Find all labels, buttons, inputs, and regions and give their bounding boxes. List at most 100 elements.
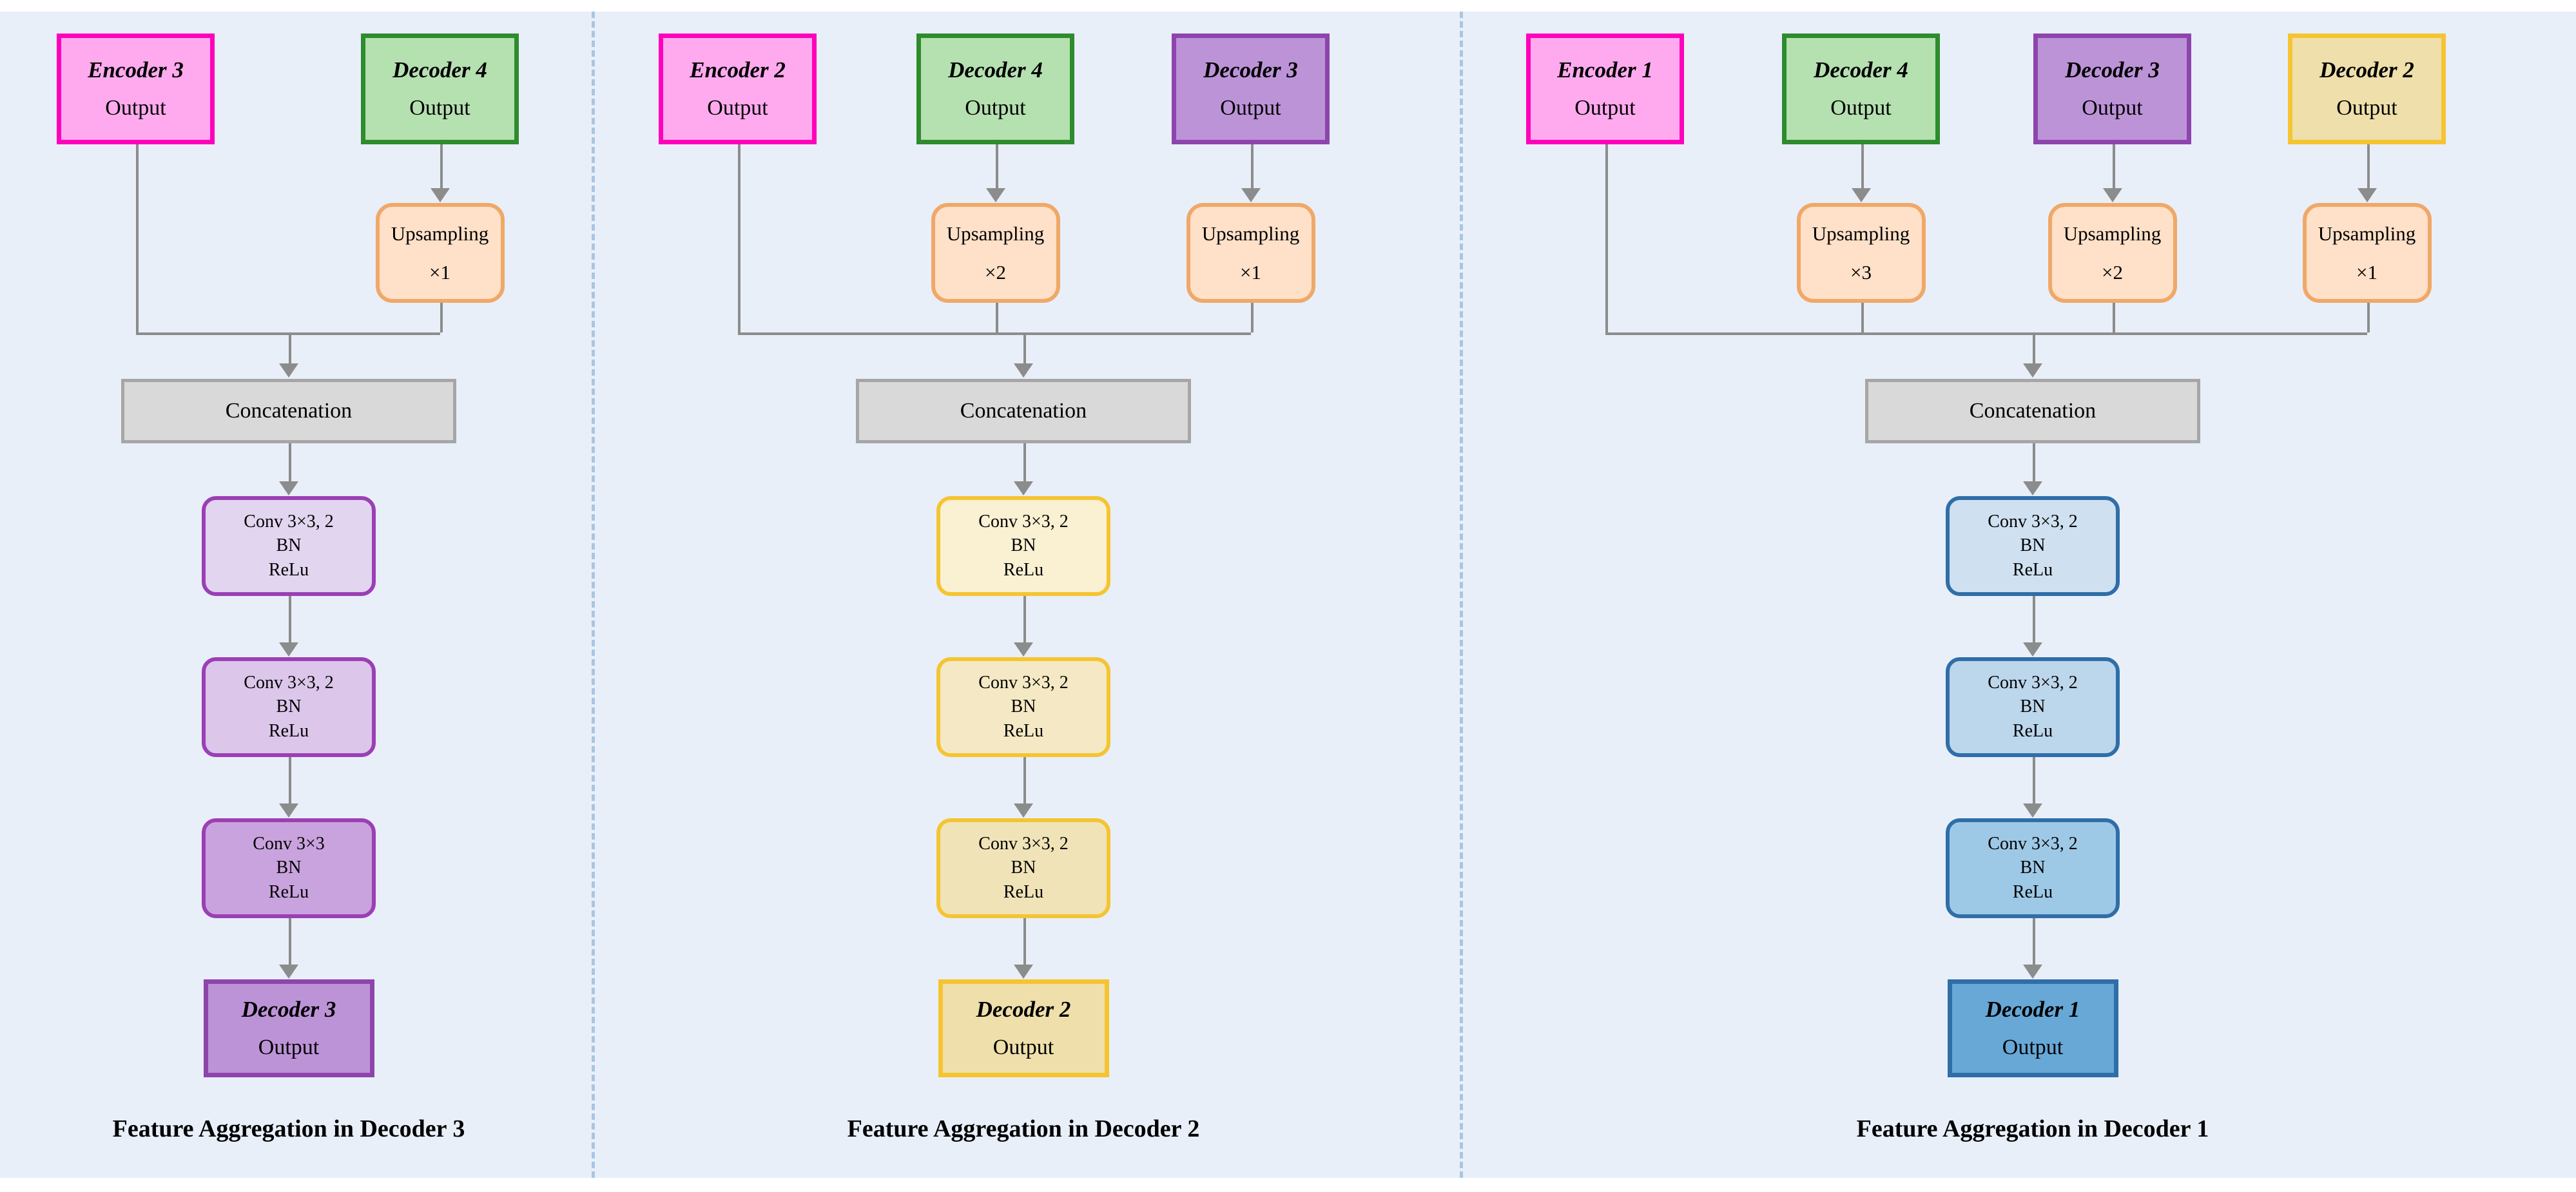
- conv-relu-label: ReLu: [2012, 720, 2053, 741]
- connector-bus-decoder1: [1605, 332, 2367, 335]
- concat-label: Concatenation: [225, 398, 353, 423]
- upsample-box-decoder1-1[interactable]: Upsampling×3: [1796, 203, 1926, 303]
- connector-upsample-to-bus-decoder2-1: [995, 303, 998, 332]
- conv-box-decoder1-1[interactable]: Conv 3×3, 2 BN ReLu: [1946, 657, 2120, 757]
- panel-divider-2: [1460, 12, 1463, 1178]
- conv-bn-label: BN: [2020, 697, 2046, 717]
- upsample-factor: ×2: [2102, 260, 2123, 284]
- connector-encoder-to-bus-decoder1-0: [1605, 144, 1608, 332]
- concat-label: Concatenation: [1969, 398, 2097, 423]
- upsample-label: Upsampling: [2063, 222, 2162, 245]
- conv-relu-label: ReLu: [1003, 720, 1044, 741]
- arrow-io-to-upsample-decoder1-2: [2102, 188, 2122, 202]
- connector-upsample-to-bus-decoder1-3: [2367, 303, 2370, 332]
- io-box-title: Decoder 4: [392, 57, 487, 82]
- upsample-box-decoder1-2[interactable]: Upsampling ×2: [2048, 203, 2177, 303]
- conv-op-label: Conv 3×3: [253, 834, 325, 854]
- io-box-subtitle: Output: [965, 95, 1026, 120]
- connector-conv-to-output-decoder1: [2033, 918, 2035, 965]
- arrow-conv-decoder2-0: [1014, 481, 1033, 495]
- connector-conv-decoder2-0: [1023, 443, 1026, 482]
- arrow-conv-to-output-decoder3: [279, 965, 298, 979]
- conv-op-label: Conv 3×3, 2: [1988, 673, 2078, 693]
- conv-op-label: Conv 3×3, 2: [1988, 834, 2078, 854]
- upsample-box-decoder2-1[interactable]: Upsampling×2: [931, 203, 1060, 303]
- upsample-box-decoder3-1[interactable]: Upsampling ×1: [375, 203, 505, 303]
- io-box-title: Decoder 4: [948, 57, 1043, 82]
- io-box-decoder3-1[interactable]: Decoder 4 Output: [361, 34, 519, 144]
- conv-relu-label: ReLu: [268, 881, 309, 902]
- concat-box-decoder2[interactable]: Concatenation: [856, 379, 1191, 443]
- connector-conv-decoder2-2: [1023, 757, 1026, 804]
- concat-box-decoder3[interactable]: Concatenation: [121, 379, 456, 443]
- io-box-subtitle: Output: [409, 95, 470, 120]
- conv-bn-label: BN: [276, 697, 302, 717]
- arrow-conv-decoder3-0: [279, 481, 298, 495]
- conv-bn-label: BN: [2020, 535, 2046, 556]
- conv-op-label: Conv 3×3, 2: [978, 673, 1069, 693]
- conv-bn-label: BN: [276, 858, 302, 878]
- conv-op-label: Conv 3×3, 2: [244, 512, 334, 532]
- output-box-title: Decoder 3: [241, 996, 336, 1022]
- figure-canvas: [0, 12, 2576, 1178]
- connector-conv-decoder3-1: [289, 596, 291, 643]
- conv-bn-label: BN: [1011, 535, 1036, 556]
- output-box-decoder3[interactable]: Decoder 3 Output: [203, 979, 374, 1077]
- conv-bn-label: BN: [1011, 858, 1036, 878]
- concat-box-decoder1[interactable]: Concatenation: [1865, 379, 2200, 443]
- io-box-title: Decoder 3: [2065, 57, 2160, 82]
- connector-encoder-to-bus-decoder2-0: [737, 144, 741, 332]
- connector-bus-to-concat-decoder2: [1023, 332, 1026, 364]
- connector-io-to-upsample-decoder1-1: [1861, 144, 1864, 189]
- connector-io-to-upsample-decoder1-2: [2112, 144, 2115, 189]
- connector-bus-decoder2: [737, 332, 1251, 335]
- upsample-box-decoder1-3[interactable]: Upsampling×1: [2302, 203, 2432, 303]
- conv-relu-label: ReLu: [1003, 559, 1044, 580]
- upsample-label: Upsampling: [391, 222, 489, 245]
- io-box-title: Decoder 3: [1203, 57, 1298, 82]
- conv-relu-label: ReLu: [1003, 881, 1044, 902]
- concat-label: Concatenation: [960, 398, 1087, 423]
- connector-io-to-upsample-decoder1-3: [2367, 144, 2370, 189]
- io-box-title: Encoder 2: [690, 57, 786, 82]
- connector-bus-to-concat-decoder1: [2033, 332, 2035, 364]
- io-box-subtitle: Output: [2082, 95, 2143, 120]
- connector-bus-to-concat-decoder3: [289, 332, 291, 364]
- panel-divider-1: [592, 12, 595, 1178]
- output-box-title: Decoder 2: [976, 996, 1071, 1022]
- connector-io-to-upsample-decoder2-1: [995, 144, 998, 189]
- upsample-box-decoder2-2[interactable]: Upsampling×1: [1186, 203, 1315, 303]
- arrow-conv-to-output-decoder1: [2023, 965, 2042, 979]
- conv-op-label: Conv 3×3, 2: [244, 673, 334, 693]
- arrow-io-to-upsample-decoder1-1: [1851, 188, 1871, 202]
- io-box-subtitle: Output: [1830, 95, 1892, 120]
- conv-bn-label: BN: [276, 535, 302, 556]
- upsample-factor: ×2: [985, 260, 1006, 284]
- connector-upsample-to-bus-decoder1-1: [1861, 303, 1864, 332]
- connector-bus-decoder3: [135, 332, 440, 335]
- arrow-conv-decoder2-1: [1014, 642, 1033, 657]
- upsample-factor: ×1: [429, 260, 450, 284]
- io-box-decoder2-1[interactable]: Decoder 4 Output: [916, 34, 1074, 144]
- io-box-title: Encoder 3: [88, 57, 184, 82]
- upsample-factor: ×3: [1850, 260, 1872, 284]
- panel-caption-decoder2: Feature Aggregation in Decoder 2: [847, 1115, 1200, 1142]
- output-box-subtitle: Output: [258, 1035, 320, 1059]
- io-box-decoder1-2[interactable]: Decoder 3 Output: [2033, 34, 2191, 144]
